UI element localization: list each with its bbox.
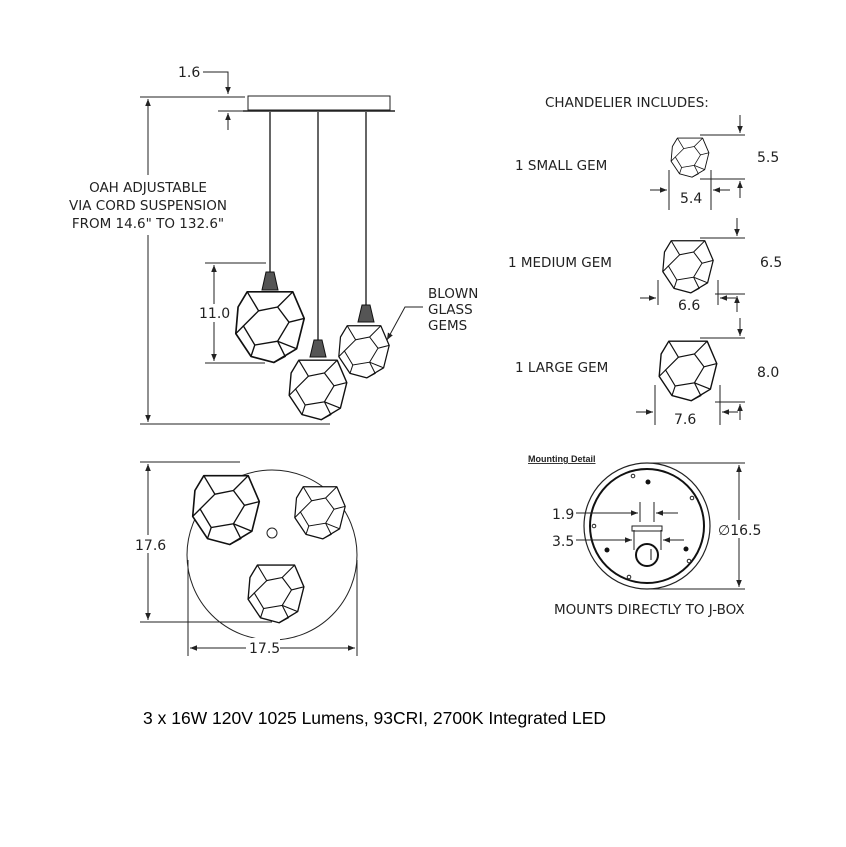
medium-gem-label: 1 MEDIUM GEM <box>508 255 612 271</box>
gem-height-label: 11.0 <box>199 306 230 322</box>
top-view-depth: 17.6 <box>135 538 166 554</box>
oah-line-1: OAH ADJUSTABLE <box>89 180 207 196</box>
mounting-detail: Mounting Detail 1.9 3.5 ∅16.5 MOUNTS DIR… <box>528 454 767 618</box>
medium-gem-height: 6.5 <box>760 255 782 271</box>
mounting-dim-b: 3.5 <box>552 534 574 550</box>
callout-line-3: GEMS <box>428 318 467 334</box>
callout-line-2: GLASS <box>428 302 473 318</box>
medium-gem-width: 6.6 <box>678 298 700 314</box>
mounting-title: Mounting Detail <box>528 454 596 464</box>
oah-line-2: VIA CORD SUSPENSION <box>69 198 227 214</box>
canopy-height-label: 1.6 <box>178 65 200 81</box>
medium-gem <box>288 359 348 421</box>
includes-panel: CHANDELIER INCLUDES: 1 SMALL GEM 5.5 5.4… <box>508 95 782 428</box>
callout-line-1: BLOWN <box>428 286 478 302</box>
oah-line-3: FROM 14.6" TO 132.6" <box>72 216 224 232</box>
small-gem-width: 5.4 <box>680 191 702 207</box>
small-gem <box>338 325 390 379</box>
small-gem-icon <box>670 137 710 178</box>
cords <box>269 112 367 340</box>
includes-title: CHANDELIER INCLUDES: <box>545 95 709 111</box>
large-gem-icon <box>658 340 718 402</box>
large-gem-height: 8.0 <box>757 365 779 381</box>
canopy <box>247 95 391 111</box>
small-gem-label: 1 SMALL GEM <box>515 158 607 174</box>
side-view: 1.6 OAH ADJUSTABLE VIA CORD SUSPENSION F… <box>69 65 478 425</box>
top-view: 17.6 17.5 <box>134 461 358 657</box>
mounting-diameter: ∅16.5 <box>718 523 761 539</box>
large-gem-label: 1 LARGE GEM <box>515 360 608 376</box>
large-gem-width: 7.6 <box>674 412 696 428</box>
mounting-dim-a: 1.9 <box>552 507 574 523</box>
mounting-caption: MOUNTS DIRECTLY TO J-BOX <box>554 602 745 618</box>
medium-gem-icon <box>662 240 714 294</box>
small-gem-height: 5.5 <box>757 150 779 166</box>
large-gem <box>234 290 306 364</box>
spec-line: 3 x 16W 120V 1025 Lumens, 93CRI, 2700K I… <box>143 708 606 728</box>
top-view-width: 17.5 <box>249 641 280 657</box>
